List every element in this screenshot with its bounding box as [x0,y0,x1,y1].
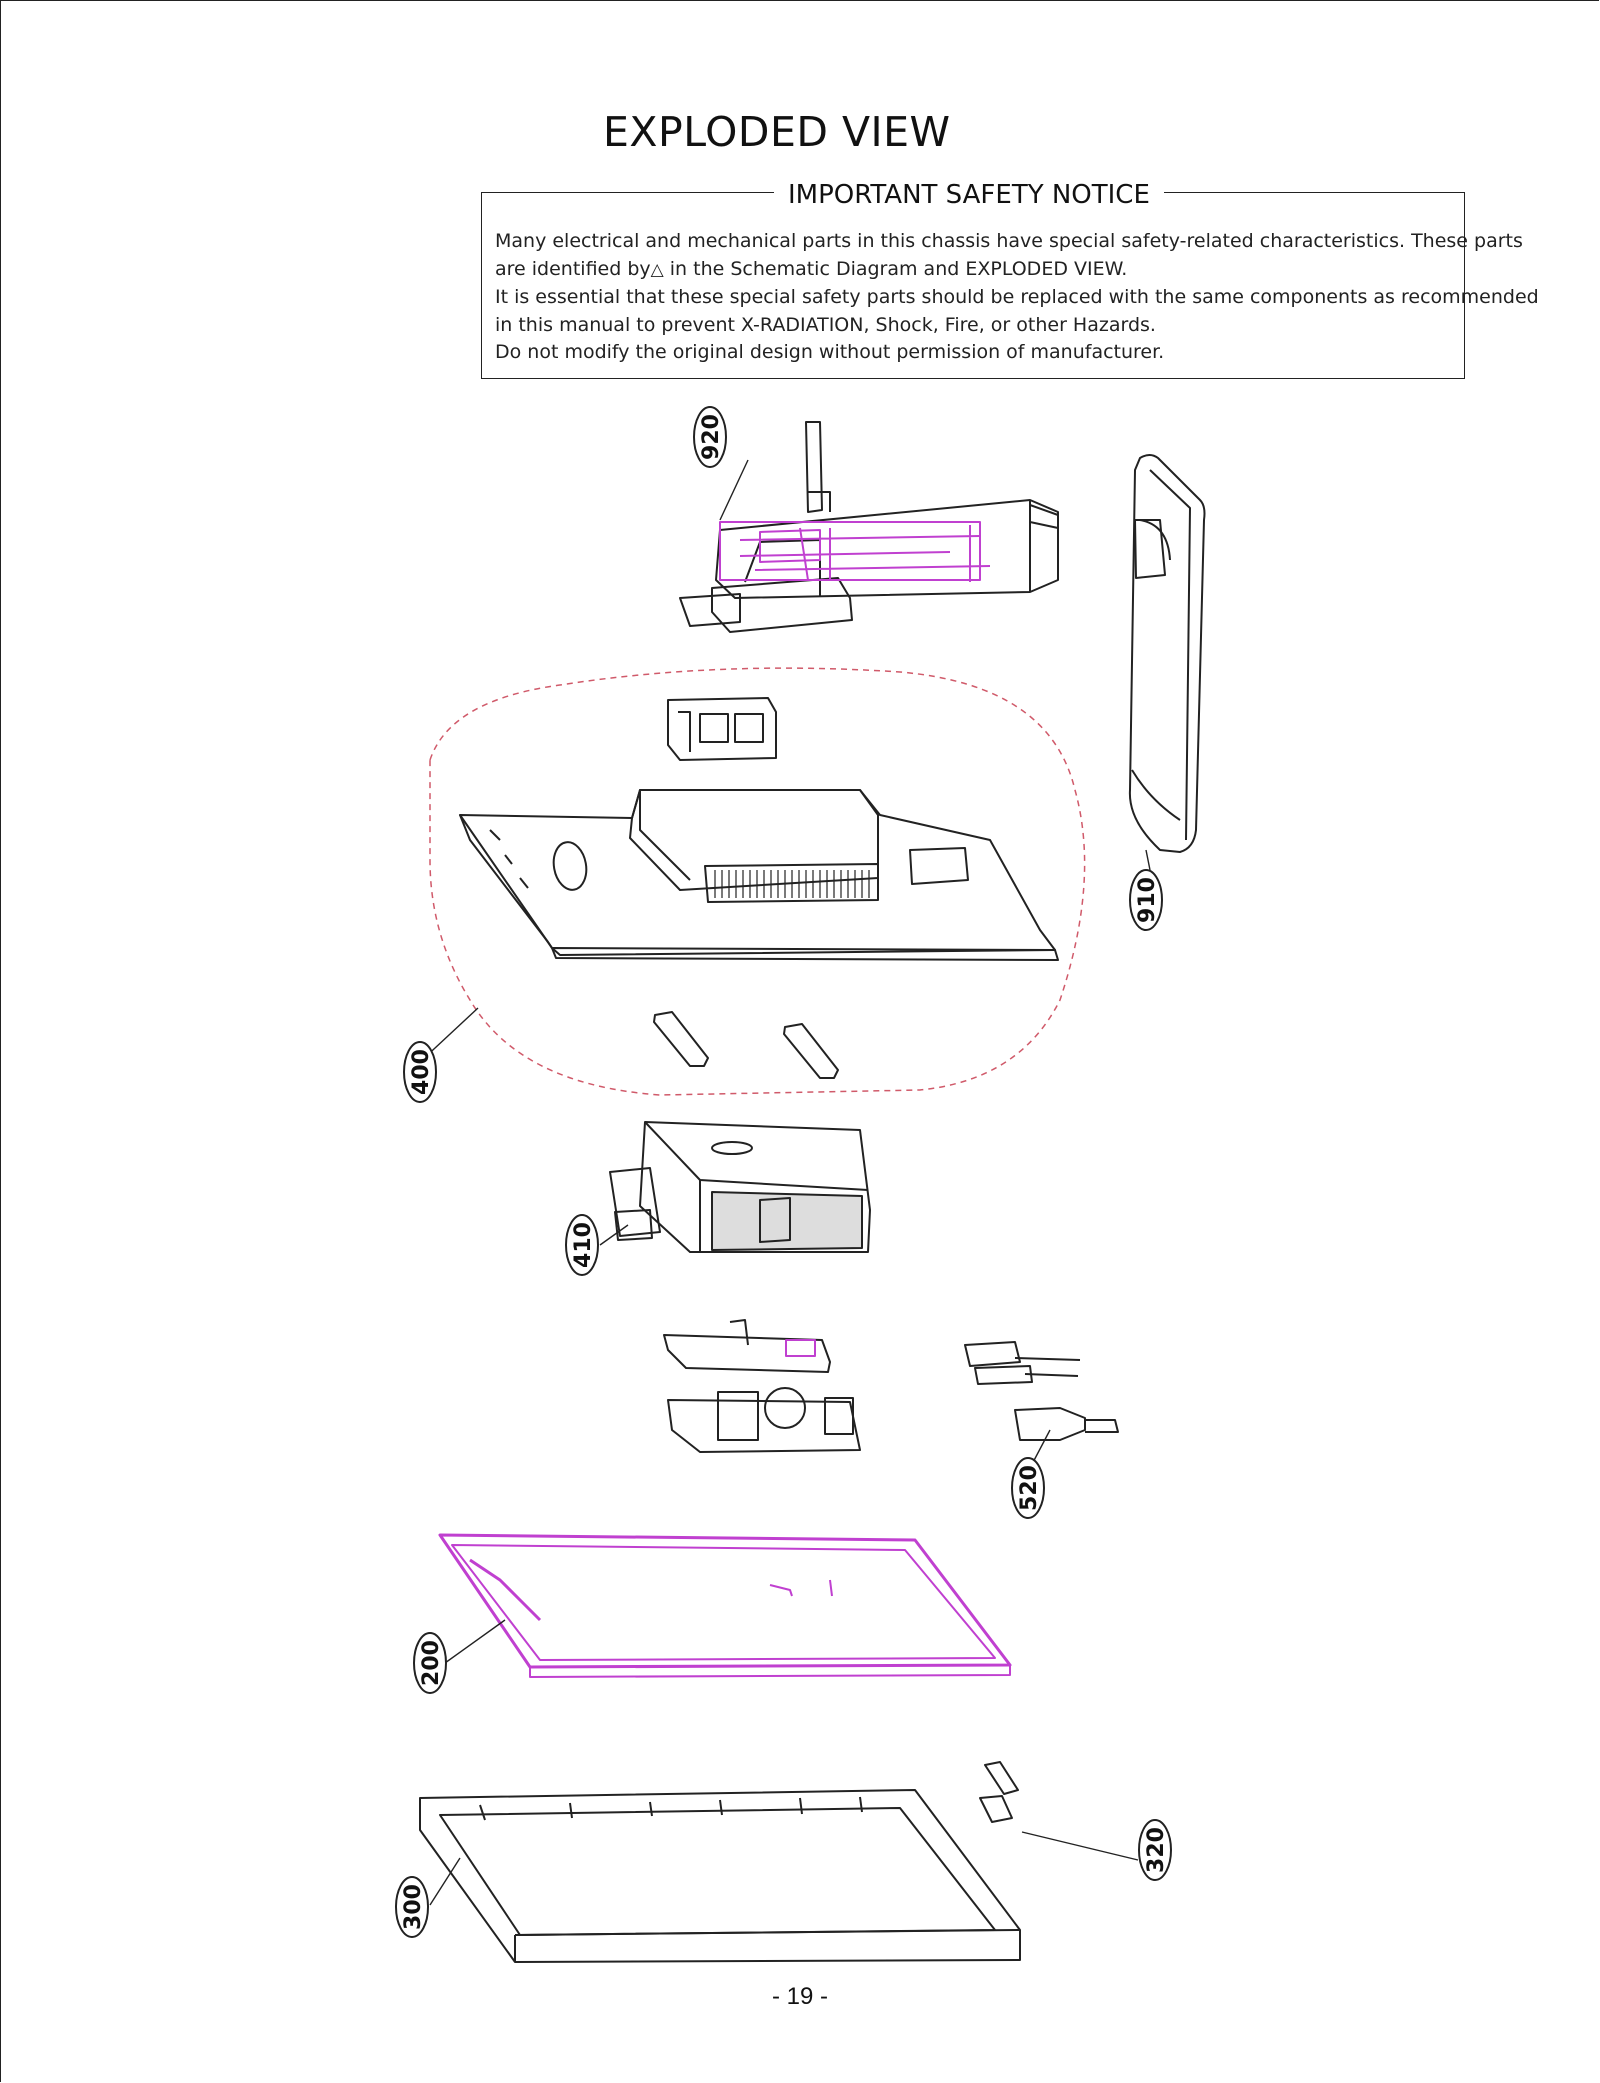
callout-label-910: 910 [1135,877,1160,923]
part-bracket-left [653,1011,709,1067]
page-title: EXPLODED VIEW [603,108,951,156]
part-vesa-bracket [667,697,777,761]
callout-300 [395,1876,429,1938]
part-stand-arm [679,421,1059,633]
part-rear-cover [459,789,1059,961]
callout-920 [693,406,727,468]
safety-notice-heading: IMPORTANT SAFETY NOTICE [774,180,1164,210]
callout-label-520: 520 [1017,1465,1042,1511]
callout-label-920: 920 [699,414,724,460]
part-group-outline [429,667,1086,1096]
notice-line-3: It is essential that these special safet… [495,286,1539,308]
notice-line-4: in this manual to prevent X-RADIATION, S… [495,313,1156,336]
callout-label-410: 410 [571,1222,596,1268]
part-cables [964,1341,1119,1441]
callout-label-200: 200 [419,1640,444,1686]
callout-520 [1011,1457,1045,1519]
callout-910 [1129,869,1163,931]
safety-notice-text: Many electrical and mechanical parts in … [495,228,1539,367]
notice-line-5: Do not modify the original design withou… [495,341,1165,363]
part-lcd-panel [438,1533,1012,1678]
callout-label-400: 400 [409,1049,434,1095]
callout-label-300: 300 [401,1884,426,1930]
part-control-board [663,1319,831,1373]
part-stand-base [1128,454,1206,853]
notice-line-2: are identified by△ in the Schematic Diag… [495,257,1128,280]
notice-line-1: Many electrical and mechanical parts in … [495,230,1523,252]
part-shield-box [609,1121,871,1253]
part-main-board [667,1387,861,1453]
part-bracket-right [783,1023,839,1079]
page-number: - 19 - [771,1983,828,2010]
warning-triangle-icon: △ [650,259,664,280]
part-front-bezel [419,1789,1021,1963]
callout-410 [565,1214,599,1276]
callout-400 [403,1041,437,1103]
part-button-board [979,1761,1019,1823]
callout-320 [1138,1819,1172,1881]
callout-200 [413,1632,447,1694]
callout-label-320: 320 [1144,1827,1169,1873]
